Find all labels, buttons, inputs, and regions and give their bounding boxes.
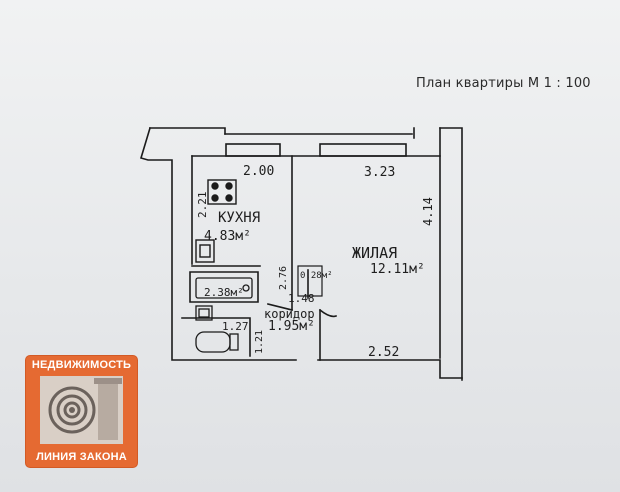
logo-top-text: НЕДВИЖИМОСТЬ	[31, 359, 132, 371]
kitchen-width-label: 2.00	[243, 164, 274, 179]
sink-icon	[195, 239, 215, 263]
corridor-area-label: 1.95м²	[268, 319, 315, 334]
kitchen-area-label: 4.83м²	[204, 229, 251, 244]
door-living	[318, 308, 338, 318]
wc-area-label: 1.27	[222, 320, 249, 333]
window-kitchen	[225, 143, 281, 157]
door-kitchen	[267, 303, 293, 311]
corridor-name-label: коридор	[264, 307, 315, 321]
agency-logo: НЕДВИЖИМОСТЬ ЛИНИЯ ЗАКОНА	[26, 356, 137, 467]
washbasin-icon	[195, 305, 213, 321]
stove-icon	[207, 179, 237, 205]
outer-wall-top-left	[149, 127, 226, 135]
kitchen-depth-label: 2.21	[196, 192, 209, 219]
closet-area-label: 0.28м²	[300, 271, 333, 281]
bath-area-label: 2.38м²	[204, 286, 244, 299]
living-name-label: ЖИЛАЯ	[352, 244, 397, 262]
kitchen-name-label: КУХНЯ	[218, 210, 260, 226]
living-width-top-label: 3.23	[364, 165, 395, 180]
closet-outline	[297, 265, 323, 297]
window-living	[319, 143, 407, 157]
wall-bath	[189, 271, 259, 303]
outer-wall-bottom-right	[317, 359, 463, 379]
toilet-icon	[195, 331, 239, 353]
living-depth-label: 4.14	[421, 197, 435, 226]
bathtub-icon	[195, 277, 253, 299]
logo-bottom-text: ЛИНИЯ ЗАКОНА	[36, 451, 127, 463]
corridor-length-label: 2.76	[278, 266, 289, 290]
spiral-column-icon	[40, 376, 123, 444]
living-area-label: 12.11м²	[370, 262, 425, 277]
outer-wall-left	[140, 127, 297, 361]
scale-caption: План квартиры М 1 : 100	[416, 76, 591, 91]
wc-length-label: 1.21	[254, 330, 265, 354]
wall-wc	[181, 317, 251, 357]
living-width-bottom-label: 2.52	[368, 345, 399, 360]
corridor-width-label: 1.48	[288, 292, 315, 305]
outer-wall-right-outer	[413, 127, 463, 381]
